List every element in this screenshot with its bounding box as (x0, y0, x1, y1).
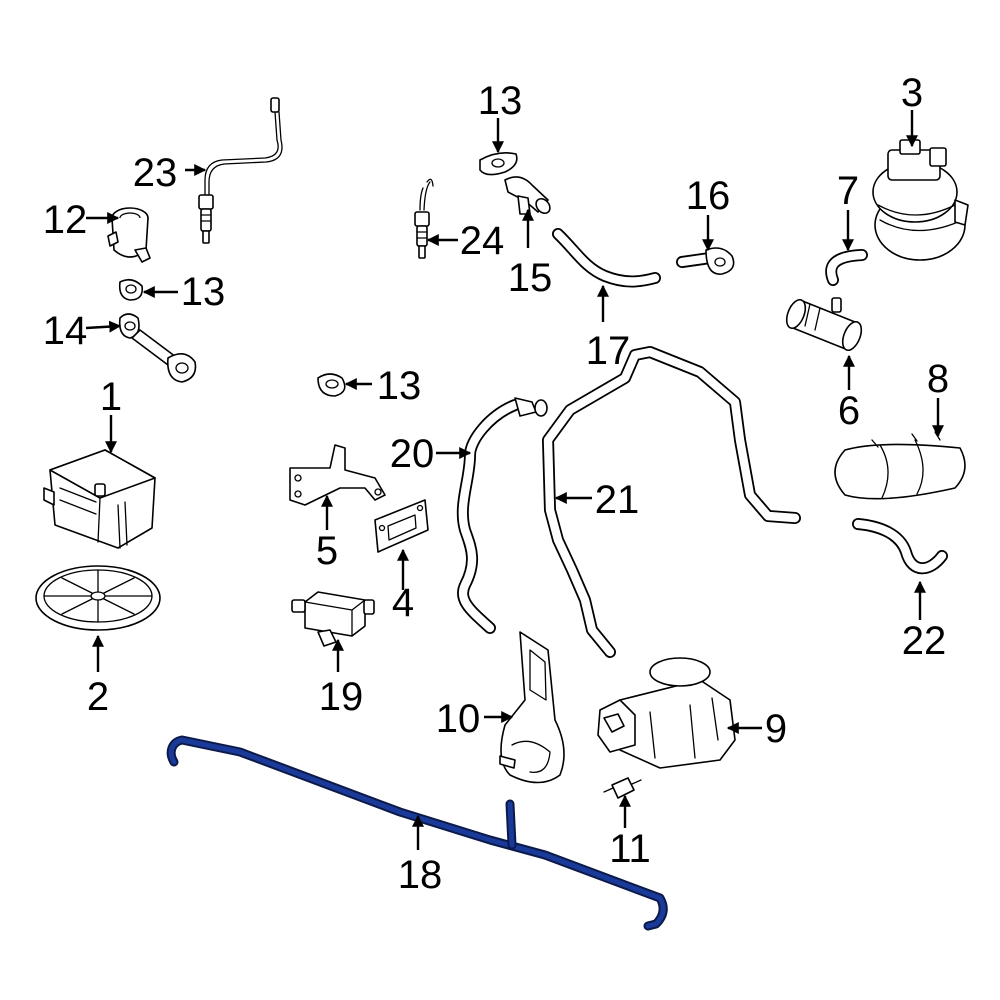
part-13-gasket-mid[interactable] (317, 373, 346, 397)
part-20-hose[interactable] (456, 397, 548, 634)
callout-4: 4 (392, 581, 414, 625)
callout-13-mid: 13 (377, 364, 422, 408)
callout-1: 1 (100, 375, 122, 419)
callout-9: 9 (765, 707, 787, 751)
part-2-cover[interactable] (35, 565, 161, 631)
part-23-oxygen-sensor[interactable] (198, 97, 283, 244)
callout-7: 7 (837, 169, 859, 213)
callout-13-left: 13 (181, 270, 226, 314)
part-13-gasket-upper-left[interactable] (118, 278, 144, 301)
part-3-air-pump[interactable] (872, 139, 969, 261)
callout-10: 10 (436, 697, 481, 741)
part-10-bracket[interactable] (499, 631, 565, 784)
callout-18: 18 (398, 853, 443, 897)
part-13-gasket-top[interactable] (479, 152, 518, 176)
callout-3: 3 (901, 71, 923, 115)
callouts: 1 2 3 4 5 6 7 8 9 10 11 12 13 13 13 14 1… (43, 71, 949, 897)
callout-17: 17 (586, 329, 631, 373)
callout-12: 12 (43, 198, 88, 242)
callout-11: 11 (609, 827, 651, 871)
callout-24: 24 (460, 219, 505, 263)
callout-6: 6 (838, 389, 860, 433)
part-16-flange-pipe[interactable] (676, 247, 735, 275)
part-18-harness-highlighted[interactable] (166, 735, 668, 931)
part-22-hose[interactable] (852, 518, 948, 575)
callout-14: 14 (43, 309, 88, 353)
callout-8: 8 (927, 357, 949, 401)
part-9-air-pump[interactable] (597, 657, 736, 769)
part-8-heat-shield[interactable] (834, 431, 966, 500)
part-11-fitting[interactable] (603, 777, 642, 799)
callout-22: 22 (902, 619, 947, 663)
part-17-hose[interactable] (552, 228, 661, 288)
part-12-valve[interactable] (107, 207, 151, 263)
part-14-pipe[interactable] (118, 313, 197, 383)
leader-lines (85, 110, 944, 850)
callout-15: 15 (508, 256, 553, 300)
part-19-solenoid[interactable] (291, 591, 375, 647)
part-5-bracket[interactable] (289, 444, 386, 506)
callout-16: 16 (686, 174, 731, 218)
callout-5: 5 (316, 529, 338, 573)
part-21-pipe[interactable] (542, 346, 801, 658)
callout-13-top: 13 (478, 79, 523, 123)
callout-2: 2 (87, 675, 109, 719)
callout-19: 19 (319, 675, 364, 719)
part-1-canister[interactable] (43, 449, 156, 549)
part-6-pipe[interactable] (783, 297, 865, 353)
callout-20: 20 (390, 432, 435, 476)
part-4-plate[interactable] (374, 499, 429, 553)
callout-21: 21 (595, 478, 640, 522)
part-24-sensor[interactable] (414, 178, 434, 259)
callout-23: 23 (133, 151, 178, 195)
part-7-hose[interactable] (825, 249, 868, 286)
